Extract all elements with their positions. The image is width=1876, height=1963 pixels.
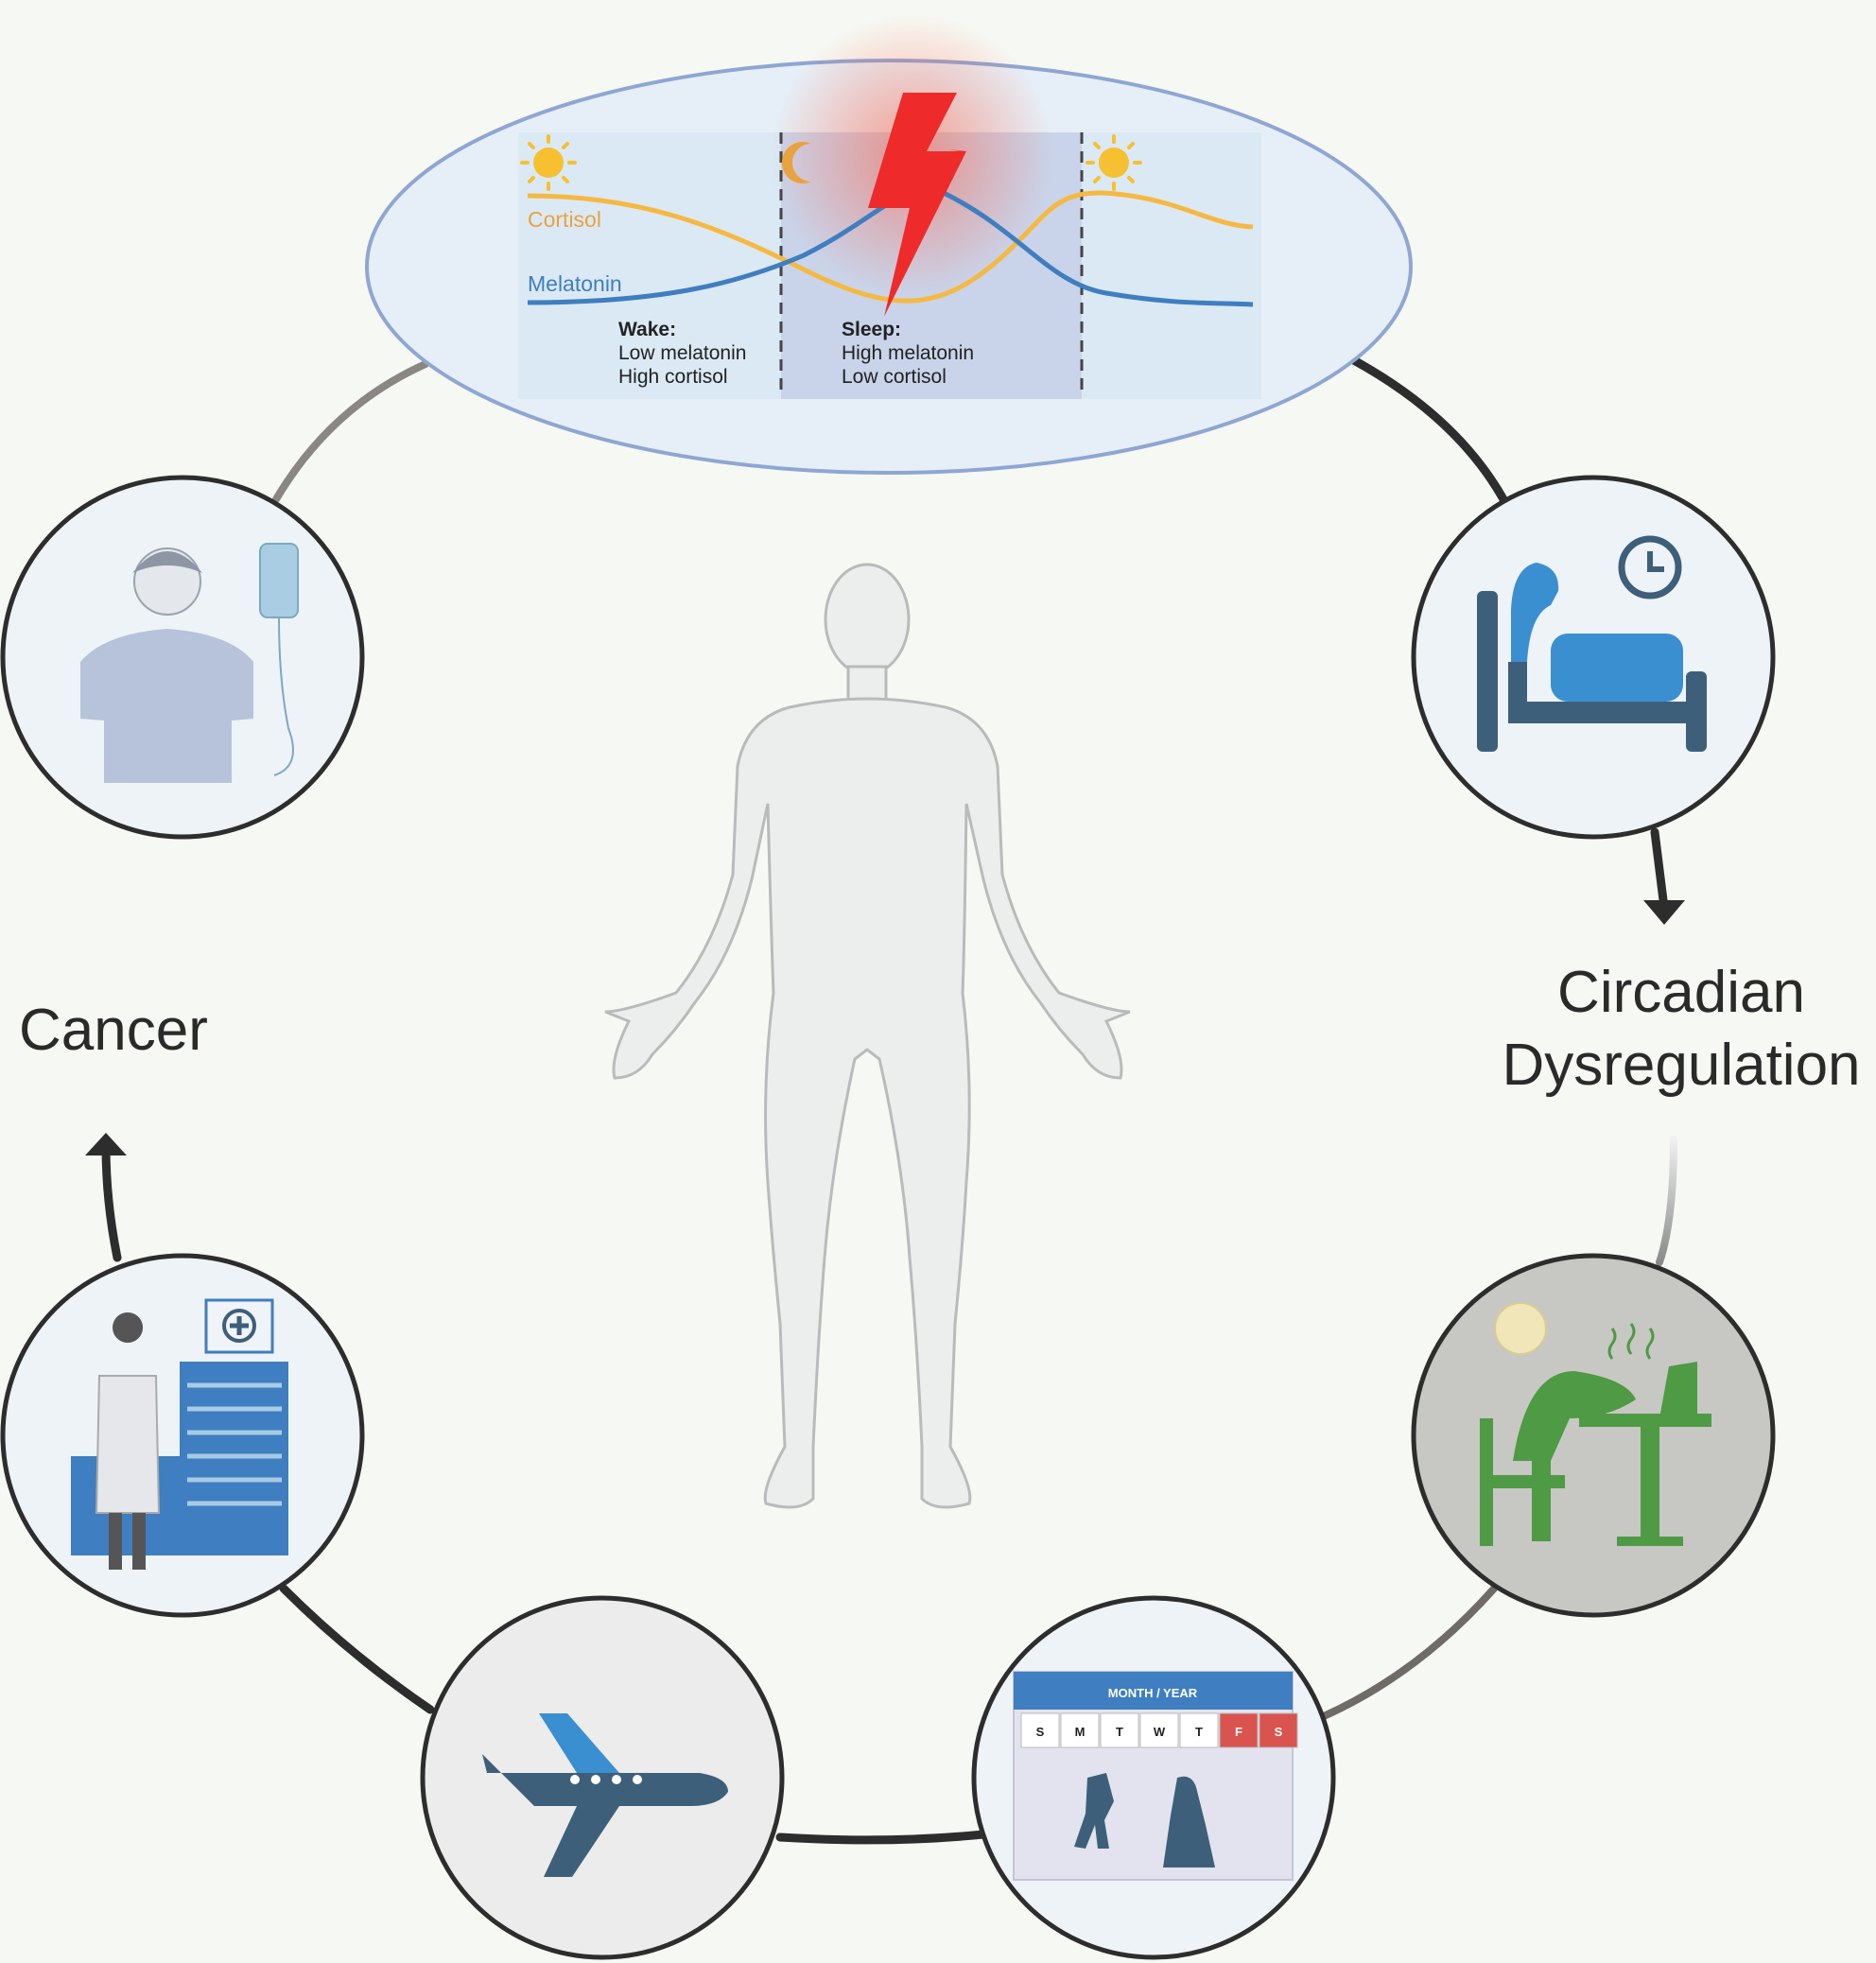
calendar-day-label: T (1116, 1725, 1123, 1739)
calendar-header-text: MONTH / YEAR (1108, 1686, 1198, 1700)
ring-arc-right-lower (1320, 1585, 1498, 1720)
calendar-day-label: S (1036, 1725, 1045, 1739)
cancer-label: Cancer (19, 998, 208, 1063)
night-doctor-hospital-icon (0, 1253, 365, 1618)
cycle-ring (101, 355, 1677, 1845)
calendar-day-label: T (1195, 1725, 1203, 1739)
circadian-label-line2: Dysregulation (1502, 1033, 1860, 1098)
calendar-header-bar (1014, 1672, 1293, 1710)
calendar-day-label: M (1075, 1725, 1086, 1739)
moon-icon (781, 142, 811, 183)
circadian-label-line1: Circadian (1557, 960, 1805, 1025)
weekend-calendar-icon: MONTH / YEAR S M T W T F S (971, 1595, 1336, 1960)
lightning-bolt-icon (868, 93, 966, 317)
cortisol-curve (527, 190, 1254, 304)
ring-arc-bottom-left (279, 1584, 435, 1714)
sleep-title: Sleep: (842, 319, 901, 340)
insomnia-bed-clock-icon (1411, 475, 1776, 840)
calendar-day-cell (1020, 1712, 1060, 1748)
sleep-line2: Low cortisol (842, 366, 947, 388)
wake-line1: Low melatonin (618, 342, 746, 364)
sun-icon (520, 134, 577, 191)
arrowhead-down-icon (1643, 900, 1685, 925)
ring-arc-top-right (1347, 355, 1508, 504)
ring-arc-left-lower (101, 1141, 122, 1262)
calendar-day-label: F (1235, 1725, 1242, 1739)
wake-title: Wake: (618, 319, 676, 340)
ring-arc-right-fade (1656, 1136, 1677, 1266)
sun-icon (1086, 134, 1142, 191)
calendar-day-cell (1179, 1712, 1219, 1748)
circadian-rhythm-panel: Cortisol Melatonin Wake: Low melatonin H… (365, 14, 1413, 475)
airplane-jetlag-icon (420, 1595, 785, 1960)
cancer-patient-iv-icon (0, 475, 365, 840)
night-shift-desk-icon (1411, 1253, 1776, 1618)
calendar-day-cell (1139, 1712, 1179, 1748)
sleep-line1: High melatonin (842, 342, 974, 364)
wake-line2: High cortisol (618, 366, 728, 388)
ring-arc-top-left (272, 360, 429, 503)
melatonin-label: Melatonin (528, 271, 622, 296)
human-body-figure (604, 563, 1131, 1509)
calendar-day-cell (1259, 1712, 1298, 1748)
ring-arc-bottom (775, 1830, 988, 1845)
ring-arc-right-upper (1650, 827, 1669, 912)
calendar-day-label: W (1154, 1725, 1166, 1739)
calendar-day-cell (1100, 1712, 1139, 1748)
cortisol-label: Cortisol (528, 207, 601, 232)
arrowhead-up-icon (85, 1133, 127, 1155)
calendar-day-cell (1219, 1712, 1259, 1748)
calendar-day-cell (1060, 1712, 1100, 1748)
calendar-day-label: S (1275, 1725, 1283, 1739)
